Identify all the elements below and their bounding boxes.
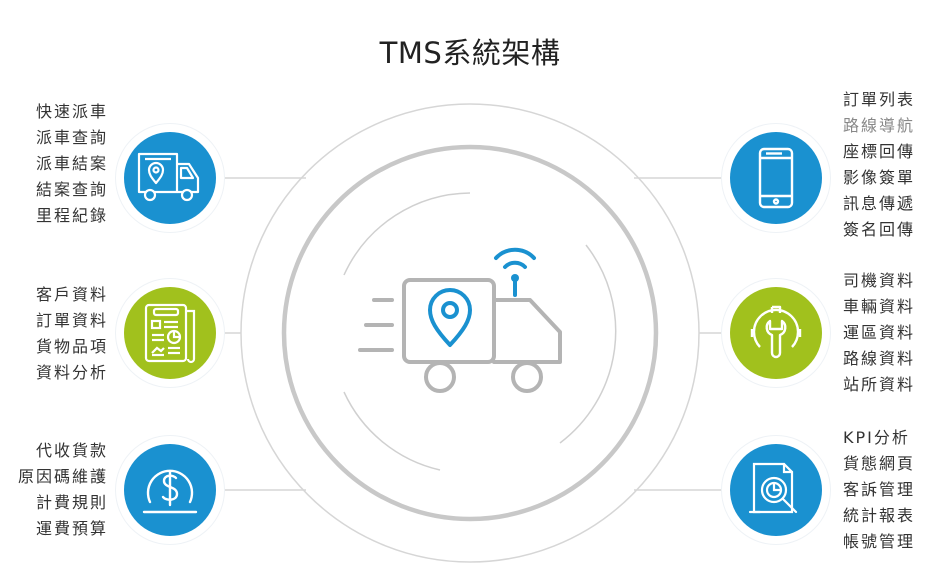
feature-item: 路線導航 <box>843 116 916 135</box>
analytics-search-icon <box>748 462 798 514</box>
gear-wrench-icon <box>750 305 802 359</box>
feature-item: 計費規則 <box>35 493 108 512</box>
inner-arc <box>343 192 471 276</box>
data-features: 客戶資料 訂單資料 貨物品項 資料分析 <box>36 282 108 386</box>
feature-item: 訊息傳遞 <box>843 194 916 213</box>
master-data-node <box>730 287 822 379</box>
truck-location-icon <box>137 152 200 202</box>
feature-item: 客戶資料 <box>35 285 108 304</box>
feature-item: 貨物品項 <box>35 337 108 356</box>
feature-item: 資料分析 <box>35 363 108 382</box>
feature-item: 快速派車 <box>35 102 108 121</box>
analytics-features: KPI分析 貨態網頁 客訴管理 統計報表 帳號管理 <box>843 425 915 555</box>
feature-item: 帳號管理 <box>843 532 916 551</box>
analytics-node <box>730 444 822 536</box>
middle-ring <box>281 144 659 522</box>
outer-ring <box>240 103 700 563</box>
mobile-features: 訂單列表 路線導航 座標回傳 影像簽單 訊息傳遞 簽名回傳 <box>843 87 915 243</box>
feature-item: 影像簽單 <box>843 168 916 187</box>
feature-item: 派車結案 <box>35 154 108 173</box>
inner-arc <box>343 391 441 471</box>
feature-item: 司機資料 <box>843 271 916 290</box>
page-title: TMS系統架構 <box>379 36 561 70</box>
feature-item: 運區資料 <box>843 323 916 342</box>
billing-features: 代收貨款 原因碼維護 計費規則 運費預算 <box>18 438 108 542</box>
central-truck-icon <box>358 247 562 393</box>
billing-node <box>124 444 216 536</box>
master-data-features: 司機資料 車輛資料 運區資料 路線資料 站所資料 <box>843 268 915 398</box>
feature-item: 結案查詢 <box>35 180 108 199</box>
feature-item: 派車查詢 <box>35 128 108 147</box>
inner-arc <box>559 244 617 444</box>
feature-item: 里程紀錄 <box>35 206 108 225</box>
feature-item: 訂單列表 <box>843 90 916 109</box>
feature-item: 簽名回傳 <box>843 220 916 239</box>
feature-item: 代收貨款 <box>35 441 108 460</box>
report-document-icon <box>144 303 196 364</box>
dispatch-features: 快速派車 派車查詢 派車結案 結案查詢 里程紀錄 <box>36 99 108 229</box>
mobile-app-node <box>730 132 822 224</box>
feature-item: 訂單資料 <box>35 311 108 330</box>
feature-item: 站所資料 <box>843 375 916 394</box>
dispatch-node <box>124 132 216 224</box>
dollar-coin-icon <box>142 469 198 514</box>
feature-item: 貨態網頁 <box>843 454 916 473</box>
feature-item: 座標回傳 <box>843 142 916 161</box>
feature-item: 車輛資料 <box>843 297 916 316</box>
feature-item: 路線資料 <box>843 349 916 368</box>
feature-item: 原因碼維護 <box>17 467 108 486</box>
feature-item: 統計報表 <box>843 506 916 525</box>
feature-item: KPI分析 <box>843 428 910 447</box>
feature-item: 運費預算 <box>35 519 108 538</box>
feature-item: 客訴管理 <box>843 480 916 499</box>
data-node <box>124 287 216 379</box>
smartphone-icon <box>758 147 794 209</box>
